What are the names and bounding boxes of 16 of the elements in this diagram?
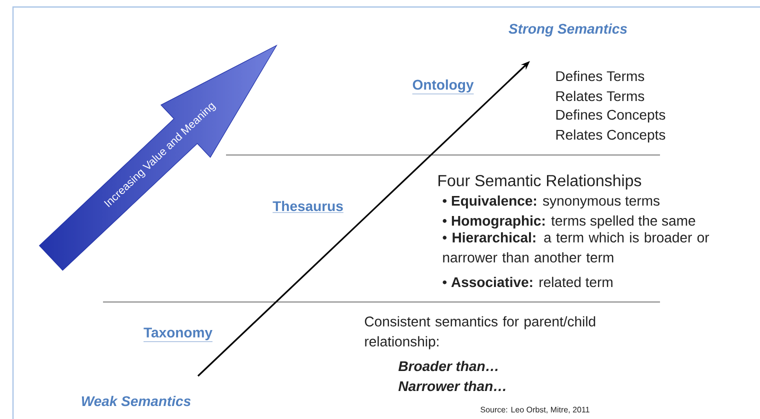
description-text: Defines Terms <box>556 70 644 82</box>
semantics-label: Weak Semantics <box>82 396 191 406</box>
description-text: Defines Concepts <box>556 109 666 123</box>
description-text: Relates Concepts <box>556 129 666 143</box>
example-text: Broader than… <box>398 360 498 372</box>
bullet-item: • Associative: related term <box>442 276 612 288</box>
bullet-item: • Homographic: terms spelled the same <box>442 215 696 229</box>
example-text: Narrower than… <box>398 380 506 392</box>
description-text: Consistent semantics for parent/child relationship: <box>364 316 596 350</box>
semantics-label: Strong Semantics <box>508 23 628 37</box>
section-heading: Four Semantic Relationships <box>438 174 642 190</box>
category-link: Ontology <box>412 79 474 94</box>
description-text: Relates Terms <box>556 90 644 102</box>
bullet-item: • Equivalence: synonymous terms <box>442 195 660 209</box>
source-note: Source: Leo Orbst, Mitre, 2011 <box>480 406 590 414</box>
category-link: Taxonomy <box>143 328 213 342</box>
